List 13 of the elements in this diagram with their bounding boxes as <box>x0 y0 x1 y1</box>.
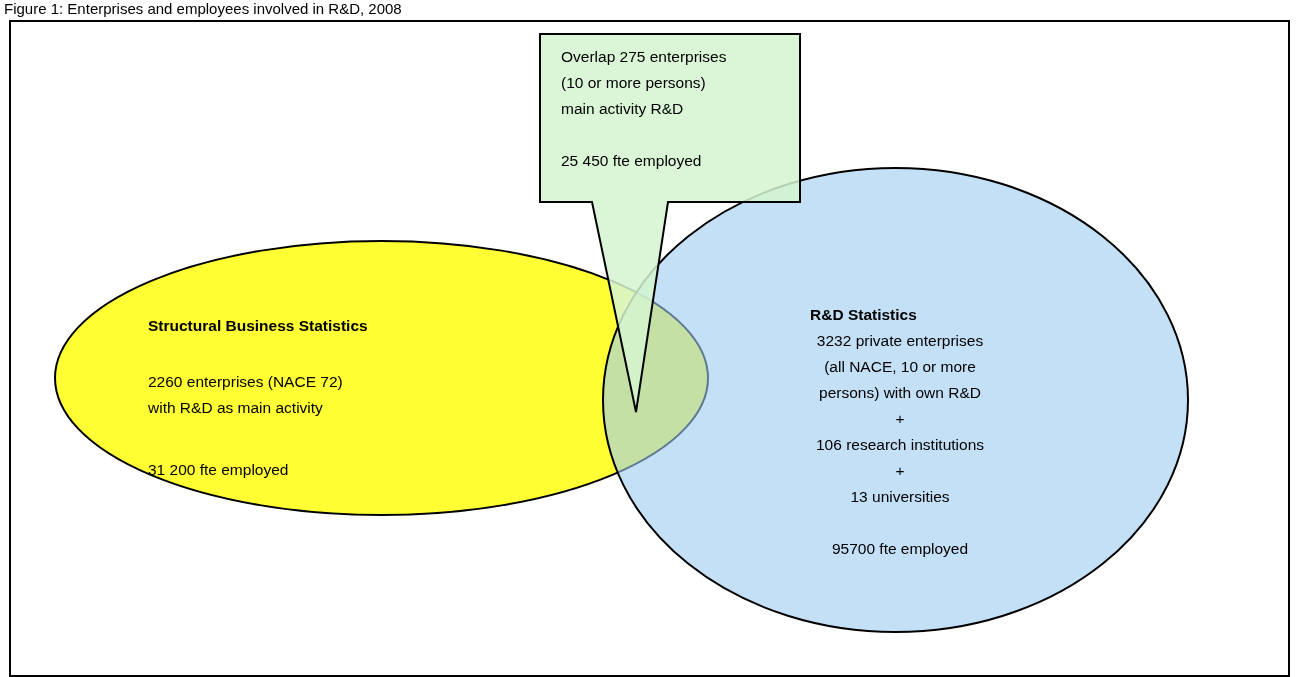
region-text: + <box>895 461 905 481</box>
region-text: Overlap 275 enterprises (10 or more persons) main activity R&D <box>561 47 728 119</box>
region-heading: Structural Business Statistics <box>148 316 368 336</box>
region-text: 2260 enterprises (NACE 72) with R&D as main activity <box>148 372 344 418</box>
region-text: 3232 private enterprises (all NACE, 10 or more persons) with own R&D <box>815 331 985 403</box>
region-heading: R&D Statistics <box>810 305 917 325</box>
region-text: 25 450 fte employed <box>561 151 702 171</box>
region-text: 31 200 fte employed <box>148 460 289 480</box>
region-text: 106 research institutions <box>816 435 984 455</box>
region-text: 13 universities <box>850 487 950 507</box>
region-text: + <box>895 409 905 429</box>
figure-title: Figure 1: Enterprises and employees involved in R&D, 2008 <box>4 0 402 17</box>
region-text: 95700 fte employed <box>831 539 969 559</box>
